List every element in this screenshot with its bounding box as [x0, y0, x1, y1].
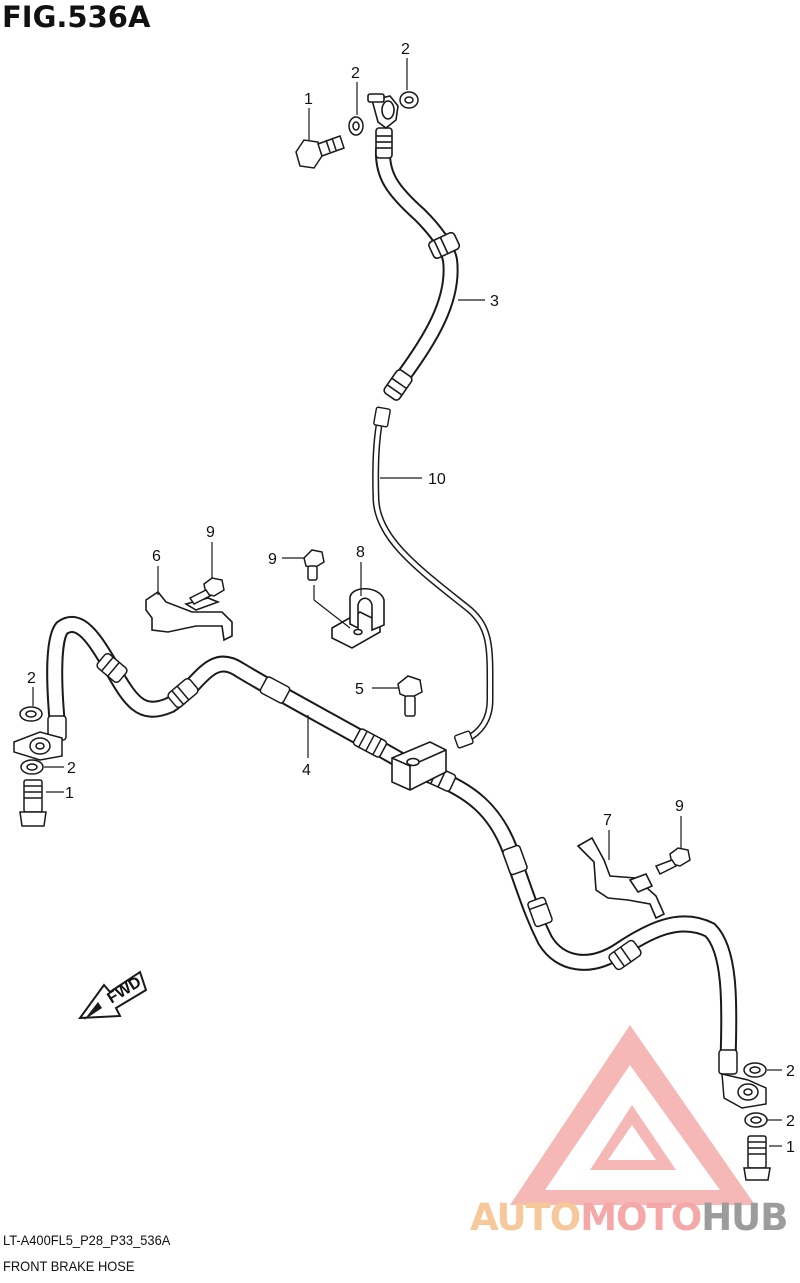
- watermark-logo: [510, 1025, 755, 1205]
- left-hose-ferrules: [96, 652, 388, 758]
- callout-2-top-b: 2: [401, 41, 410, 58]
- union-bolt-left: [19, 779, 47, 827]
- left-banjo-fitting: [13, 715, 67, 761]
- upper-banjo-fitting: [367, 93, 399, 159]
- watermark-part-auto: AUTO: [470, 1196, 581, 1239]
- watermark-brand: AUTOMOTOHUB: [470, 1196, 788, 1239]
- watermark-part-hub: HUB: [701, 1196, 788, 1239]
- leader-lines: [32, 58, 782, 1147]
- washers-top: [348, 91, 419, 136]
- hose-joint-block: [391, 741, 447, 791]
- bolt-clamp: [303, 549, 325, 581]
- callout-1-top: 1: [304, 91, 313, 108]
- callout-7: 7: [603, 812, 612, 829]
- callout-6: 6: [152, 548, 161, 565]
- callout-2-right-a: 2: [786, 1063, 795, 1080]
- callout-2-left-b: 2: [67, 760, 76, 777]
- callout-2-left-a: 2: [27, 670, 36, 687]
- right-brake-hose: [421, 766, 738, 1069]
- diagram-code: LT-A400FL5_P28_P33_536A: [3, 1232, 171, 1248]
- callout-9-c: 9: [675, 798, 684, 815]
- bracket-right: [576, 836, 666, 920]
- callout-2-top-a: 2: [351, 65, 360, 82]
- right-banjo-fitting: [718, 1049, 767, 1109]
- fwd-arrow: FWD: [77, 970, 148, 1020]
- callout-8: 8: [356, 544, 365, 561]
- bolt-joint: [397, 675, 423, 717]
- callout-9-a: 9: [206, 524, 215, 541]
- bracket-left: [145, 590, 233, 642]
- callout-numbers: 1 2 2 3 10 6 9 9 8 5 4 2 2 1 7 9 2 2 1: [27, 41, 795, 1156]
- callout-2-right-b: 2: [786, 1113, 795, 1130]
- union-bolt-top: [295, 135, 345, 169]
- bolt-bracket-right: [654, 847, 691, 876]
- pipe-flare-nuts: [373, 406, 474, 749]
- hose-clamp: [331, 587, 385, 649]
- callout-3: 3: [490, 293, 499, 310]
- callout-9-b: 9: [268, 551, 277, 568]
- union-bolt-right: [743, 1135, 771, 1181]
- upper-brake-hose: [374, 142, 459, 386]
- washers-right: [743, 1062, 768, 1128]
- brake-pipe: [372, 419, 494, 744]
- callout-1-left: 1: [65, 785, 74, 802]
- callout-5: 5: [355, 681, 364, 698]
- upper-hose-ferrules: [383, 231, 461, 401]
- callout-1-right: 1: [786, 1139, 795, 1156]
- figure-title: FIG.536A: [2, 0, 151, 34]
- callout-10: 10: [428, 471, 446, 488]
- watermark-part-moto: MOTO: [580, 1196, 702, 1239]
- callout-4: 4: [302, 762, 311, 779]
- washers-left: [19, 706, 44, 775]
- diagram-caption: FRONT BRAKE HOSE: [3, 1258, 135, 1274]
